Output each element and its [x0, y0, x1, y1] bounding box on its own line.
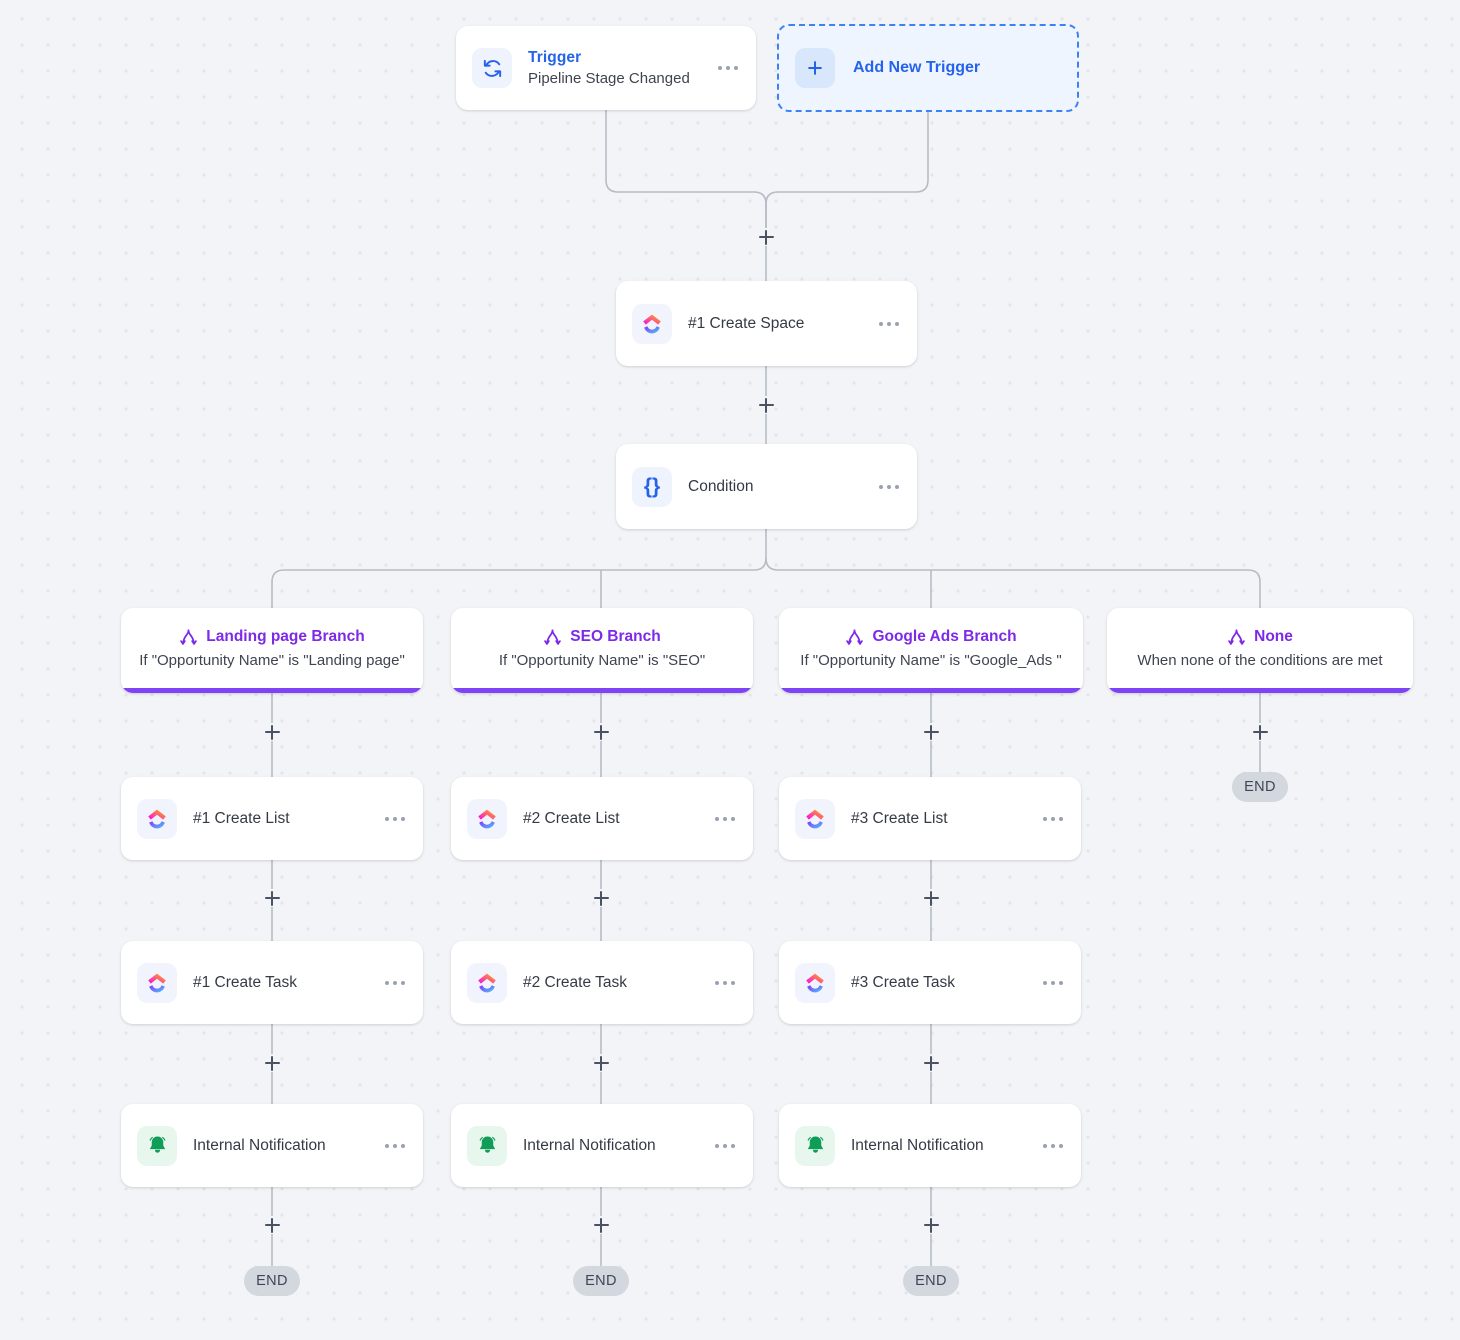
node-label: Internal Notification — [523, 1136, 656, 1154]
add-step-plus-col0-2[interactable] — [261, 887, 283, 909]
clickup-icon — [467, 962, 507, 1003]
clickup-icon — [467, 798, 507, 839]
trigger-subtitle: Pipeline Stage Changed — [528, 69, 690, 87]
clickup-icon — [137, 798, 177, 839]
plus-icon — [795, 48, 835, 88]
branch-card-google-ads[interactable]: Google Ads Branch If "Opportunity Name" … — [779, 608, 1083, 693]
node-create-space-label: #1 Create Space — [688, 314, 805, 332]
curly-braces-icon: {} — [632, 466, 672, 507]
node-more-options-icon[interactable] — [1041, 1138, 1065, 1154]
node-internal-notification-3[interactable]: Internal Notification — [779, 1104, 1081, 1187]
end-badge-col2: END — [903, 1266, 959, 1296]
end-badge-col1: END — [573, 1266, 629, 1296]
node-label: #2 Create List — [523, 809, 620, 827]
branch-card-none[interactable]: None When none of the conditions are met — [1107, 608, 1413, 693]
branch-header: Landing page Branch — [179, 628, 365, 647]
branch-header: None — [1227, 628, 1293, 647]
node-create-list-1[interactable]: #1 Create List — [121, 777, 423, 860]
end-badge-col0: END — [244, 1266, 300, 1296]
node-more-options-icon[interactable] — [713, 1138, 737, 1154]
node-condition-label: Condition — [688, 477, 754, 495]
branch-fork-icon — [180, 629, 198, 645]
node-more-options-icon[interactable] — [383, 1138, 407, 1154]
node-label: Internal Notification — [193, 1136, 326, 1154]
clickup-icon — [632, 303, 672, 344]
branch-name: Google Ads Branch — [872, 628, 1017, 645]
node-internal-notification-2[interactable]: Internal Notification — [451, 1104, 753, 1187]
refresh-sync-icon — [472, 48, 512, 88]
clickup-icon — [795, 962, 835, 1003]
node-internal-notification-1[interactable]: Internal Notification — [121, 1104, 423, 1187]
node-create-list-3[interactable]: #3 Create List — [779, 777, 1081, 860]
add-step-plus-main-2[interactable] — [755, 394, 777, 416]
branch-card-landing-page[interactable]: Landing page Branch If "Opportunity Name… — [121, 608, 423, 693]
bell-icon — [137, 1125, 177, 1166]
node-create-task-2[interactable]: #2 Create Task — [451, 941, 753, 1024]
node-more-options-icon[interactable] — [383, 975, 407, 991]
branch-header: SEO Branch — [543, 628, 661, 647]
clickup-icon — [137, 962, 177, 1003]
branch-fork-icon — [846, 629, 864, 645]
node-label: Internal Notification — [851, 1136, 984, 1154]
branch-card-seo[interactable]: SEO Branch If "Opportunity Name" is "SEO… — [451, 608, 753, 693]
node-create-task-3[interactable]: #3 Create Task — [779, 941, 1081, 1024]
branch-fork-icon — [1228, 629, 1245, 645]
end-badge-col3: END — [1232, 772, 1288, 802]
add-step-plus-col2-3[interactable] — [920, 1052, 942, 1074]
node-label: #3 Create List — [851, 809, 948, 827]
add-step-plus-col0-1[interactable] — [261, 721, 283, 743]
branch-description: If "Opportunity Name" is "Landing page" — [139, 651, 405, 669]
trigger-text: Trigger Pipeline Stage Changed — [528, 48, 706, 89]
node-create-task-1[interactable]: #1 Create Task — [121, 941, 423, 1024]
node-more-options-icon[interactable] — [713, 811, 737, 827]
node-label: #3 Create Task — [851, 973, 955, 991]
add-step-plus-col0-3[interactable] — [261, 1052, 283, 1074]
node-label: #2 Create Task — [523, 973, 627, 991]
node-more-options-icon[interactable] — [383, 811, 407, 827]
clickup-icon — [795, 798, 835, 839]
node-create-list-2[interactable]: #2 Create List — [451, 777, 753, 860]
node-label: #1 Create List — [193, 809, 290, 827]
add-step-plus-col3-1[interactable] — [1249, 721, 1271, 743]
trigger-more-options-icon[interactable] — [716, 60, 740, 76]
add-step-plus-col1-3[interactable] — [590, 1052, 612, 1074]
add-step-plus-col1-4[interactable] — [590, 1214, 612, 1236]
trigger-card[interactable]: Trigger Pipeline Stage Changed — [456, 26, 756, 110]
add-step-plus-col2-1[interactable] — [920, 721, 942, 743]
node-more-options-icon[interactable] — [1041, 811, 1065, 827]
node-more-options-icon[interactable] — [1041, 975, 1065, 991]
branch-name: None — [1254, 628, 1293, 645]
branch-description: If "Opportunity Name" is "SEO" — [498, 651, 706, 669]
trigger-title: Trigger — [528, 48, 582, 66]
bell-icon — [467, 1125, 507, 1166]
node-condition[interactable]: {} Condition — [616, 444, 917, 529]
add-step-plus-col1-1[interactable] — [590, 721, 612, 743]
add-step-plus-col2-2[interactable] — [920, 887, 942, 909]
node-condition-more-options-icon[interactable] — [877, 479, 901, 495]
add-new-trigger-button[interactable]: Add New Trigger — [777, 24, 1079, 112]
branch-name: SEO Branch — [570, 628, 661, 645]
add-new-trigger-label: Add New Trigger — [853, 59, 981, 76]
node-create-space[interactable]: #1 Create Space — [616, 281, 917, 366]
branch-header: Google Ads Branch — [845, 628, 1017, 647]
node-label: #1 Create Task — [193, 973, 297, 991]
node-more-options-icon[interactable] — [713, 975, 737, 991]
add-step-plus-col2-4[interactable] — [920, 1214, 942, 1236]
branch-description: If "Opportunity Name" is "Google_Ads " — [800, 651, 1062, 669]
add-step-plus-main-1[interactable] — [755, 226, 777, 248]
branch-description: When none of the conditions are met — [1137, 651, 1383, 669]
branch-fork-icon — [544, 629, 562, 645]
node-create-space-more-options-icon[interactable] — [877, 316, 901, 332]
add-step-plus-col0-4[interactable] — [261, 1214, 283, 1236]
branch-name: Landing page Branch — [206, 628, 365, 645]
add-step-plus-col1-2[interactable] — [590, 887, 612, 909]
bell-icon — [795, 1125, 835, 1166]
